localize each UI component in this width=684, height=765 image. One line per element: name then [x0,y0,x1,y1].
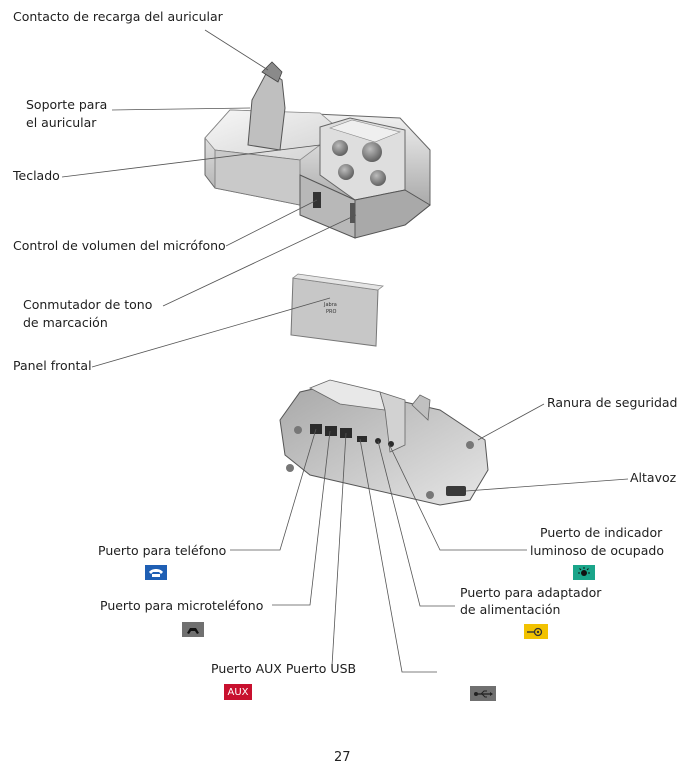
label-dial-tone-line2: de marcación [23,315,108,330]
keypad-button-1 [332,140,348,156]
label-mic-volume: Control de volumen del micrófono [13,238,226,253]
aux-port-icon: AUX [224,684,252,700]
label-security-slot: Ranura de seguridad [547,395,678,410]
label-busy-port-line2: luminoso de ocupado [530,543,664,558]
label-dial-tone-line1: Conmutador de tono [23,297,153,312]
busy-light-port-icon [573,565,595,580]
handset-port-icon [182,622,204,637]
keypad-button-2 [362,142,382,162]
label-aux-usb-ports: Puerto AUX Puerto USB [211,661,357,676]
label-front-panel: Panel frontal [13,358,92,373]
front-panel-text-line1: Jabra [324,302,337,308]
label-busy-port-line1: Puerto de indicador [540,525,663,540]
label-power-port-line1: Puerto para adaptador [460,585,602,600]
leader-lines [61,29,629,673]
usb-port-icon [470,686,496,701]
label-power-port-line2: de alimentación [460,602,561,617]
base-unit-top-view [204,61,431,239]
label-keypad: Teclado [13,168,60,183]
keypad-button-4 [370,170,386,186]
keypad-button-3 [338,164,354,180]
label-handset-port: Puerto para microteléfono [100,598,264,613]
label-headset-holder-line2: el auricular [26,115,97,130]
label-headset-holder-line1: Soporte para [26,97,108,112]
base-unit-bottom-view [279,379,489,506]
front-panel-illustration [290,273,384,347]
power-adapter-port-icon [524,624,548,639]
label-phone-port: Puerto para teléfono [98,543,227,558]
label-speaker: Altavoz [630,470,677,485]
label-charging-contact: Contacto de recarga del auricular [13,9,223,24]
page-number: 27 [334,750,351,765]
front-panel-text-line2: PRO [326,309,337,315]
phone-port-icon [145,565,167,580]
